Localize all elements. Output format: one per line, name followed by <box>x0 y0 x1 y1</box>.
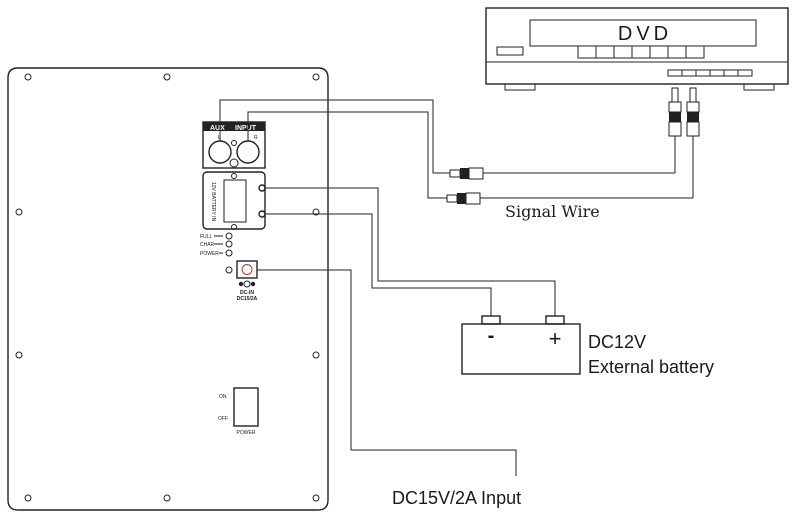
rca-plug-dvd-right <box>686 87 700 148</box>
battery-block-screw-top <box>231 173 237 179</box>
battery-label-voltage: DC12V <box>588 332 646 352</box>
battery-terminal-plus <box>258 184 266 192</box>
battery-wire-positive <box>265 187 556 316</box>
right-channel-label: R <box>254 135 258 141</box>
rca-plug-dvd-left <box>668 87 682 148</box>
battery-slot <box>223 179 247 223</box>
panel-outline <box>7 67 329 511</box>
dc-input-label: DC15V/2A Input <box>392 488 521 508</box>
battery-terminal-minus <box>258 210 266 218</box>
led-full-label: FULL <box>200 234 212 240</box>
switch-power-label: POWER <box>237 430 256 436</box>
dvd-label: DVD <box>618 23 672 45</box>
battery-body <box>461 323 581 375</box>
dc-in-socket-ring <box>241 264 253 275</box>
battery-post-positive <box>545 315 565 325</box>
battery-slot-label: 12V BATTERY IN <box>210 182 216 222</box>
dvd-player: DVD <box>485 7 789 91</box>
signal-wires: Signal Wire <box>219 99 694 221</box>
battery-label-name: External battery <box>588 357 714 377</box>
signal-wire-right-path <box>247 111 447 199</box>
aux-label: AUX <box>210 125 225 132</box>
input-screw-bottom <box>229 158 239 168</box>
power-switch: ON OFF POWER <box>218 387 259 436</box>
led-power <box>225 249 233 257</box>
dc-input-wire: DC15V/2A Input <box>257 269 521 508</box>
led-char <box>225 240 233 248</box>
battery-wire-negative <box>265 213 492 316</box>
dc-in-label: DC-IN <box>240 290 254 296</box>
rca-plug-amp-lower <box>446 148 694 205</box>
rca-jack-left <box>208 140 232 164</box>
switch-body <box>233 387 259 427</box>
signal-wire-label: Signal Wire <box>505 202 600 221</box>
rca-jack-right <box>236 140 260 164</box>
dvd-foot-right <box>743 83 775 91</box>
aux-input-block: AUX INPUT L R <box>202 121 266 169</box>
input-label: INPUT <box>235 125 257 132</box>
signal-wire-left-path <box>219 99 450 174</box>
led-indicators: FULL CHAR POWER <box>200 232 233 257</box>
dvd-body <box>485 7 789 85</box>
dc-in-indicator <box>225 266 233 274</box>
panel-screws <box>15 73 320 502</box>
led-full <box>225 232 233 240</box>
battery-minus-symbol: - <box>488 325 495 347</box>
dc-in-socket <box>236 260 258 279</box>
led-power-label: POWER <box>200 251 219 257</box>
dvd-button-row <box>577 45 705 59</box>
battery-block-screw-bottom <box>231 224 237 230</box>
dc-in-jack: DC-IN DC15/2A <box>225 260 258 302</box>
dc-rating-label: DC15/2A <box>237 296 258 302</box>
rca-plug-amp-upper <box>449 148 676 180</box>
dvd-control-buttons <box>667 69 753 77</box>
dc-input-wire-path <box>257 269 517 476</box>
rca-plugs-dvd <box>668 87 700 148</box>
switch-off-label: OFF <box>218 416 228 422</box>
amplifier-panel: AUX INPUT L R 12V BATTERY IN FULL CHAR <box>7 67 329 511</box>
dvd-tray-slot <box>496 46 524 56</box>
battery-plus-symbol: + <box>549 326 562 351</box>
battery-wires <box>265 187 556 316</box>
dvd-foot-left <box>504 83 536 91</box>
switch-on-label: ON <box>219 394 227 400</box>
input-screw-top <box>231 140 237 146</box>
aux-input-header <box>203 122 265 131</box>
led-char-label: CHAR <box>200 242 215 248</box>
battery-in-block: 12V BATTERY IN <box>202 171 266 230</box>
battery-post-negative <box>481 315 501 325</box>
external-battery: - + DC12V External battery <box>461 315 714 377</box>
